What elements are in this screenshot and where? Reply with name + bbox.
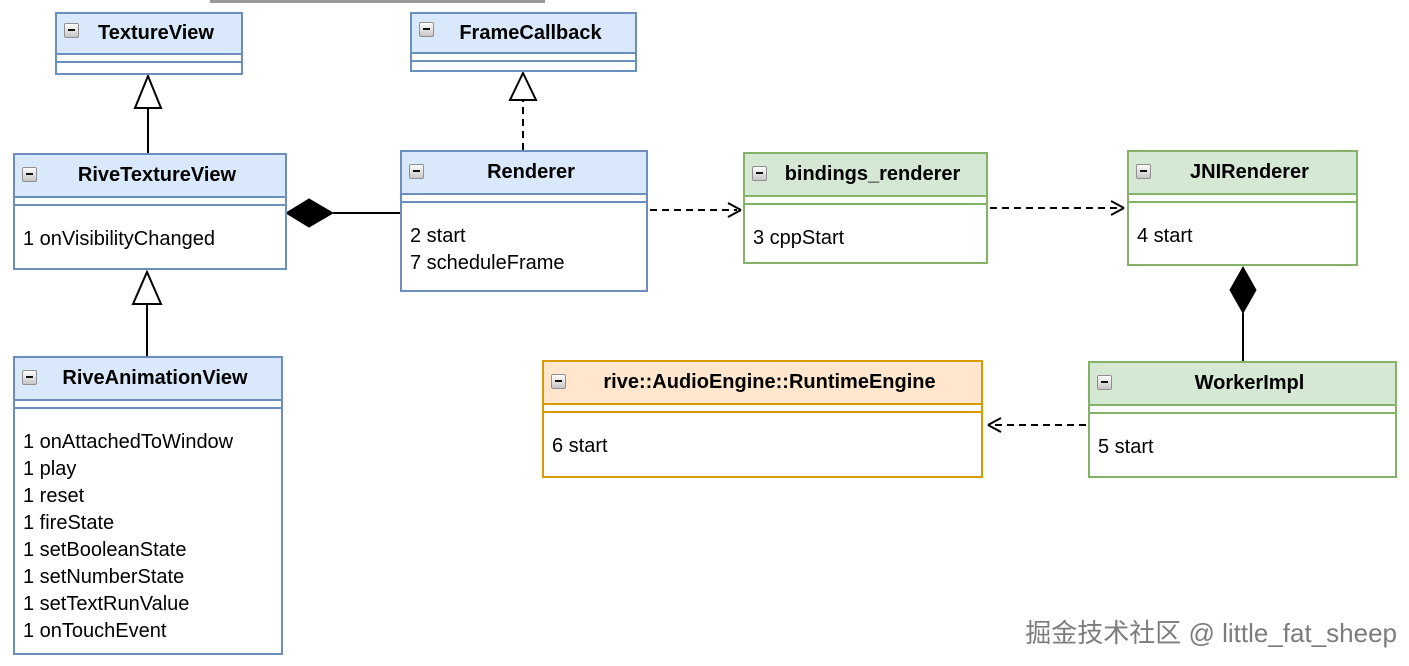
class-box-jnirenderer[interactable]: JNIRenderer 4 start	[1127, 150, 1358, 266]
class-header: Renderer	[402, 152, 646, 195]
method-label: 1 onAttachedToWindow	[23, 431, 234, 453]
class-box-framecallback[interactable]: FrameCallback	[410, 12, 637, 72]
class-header: WorkerImpl	[1090, 363, 1395, 406]
attributes-compartment	[544, 405, 981, 413]
attributes-compartment	[15, 198, 285, 206]
methods-compartment: 2 start 7 scheduleFrame	[402, 203, 646, 277]
class-box-bindings-renderer[interactable]: bindings_renderer 3 cppStart	[743, 152, 988, 264]
attributes-compartment	[402, 195, 646, 203]
class-header: RiveAnimationView	[15, 358, 281, 401]
method-label: 6 start	[552, 435, 608, 457]
dependency-renderer-to-bindings-renderer	[650, 202, 742, 218]
methods-compartment	[57, 63, 241, 71]
attributes-compartment	[1090, 406, 1395, 414]
composition-rivetextureview-renderer	[285, 198, 400, 228]
method-label: 3 cppStart	[753, 227, 845, 249]
method-label: 4 start	[1137, 225, 1193, 247]
method-label: 5 start	[1098, 436, 1154, 458]
class-box-rivetextureview[interactable]: RiveTextureView 1 onVisibilityChanged	[13, 153, 287, 270]
cropped-text-artifact	[210, 0, 545, 3]
method-label: 7 scheduleFrame	[410, 252, 565, 274]
realization-renderer-to-framecallback	[508, 70, 538, 150]
composition-jnirenderer-workerimpl	[1229, 265, 1257, 361]
class-title: Renderer	[487, 161, 575, 183]
class-header: TextureView	[57, 14, 241, 55]
class-header: RiveTextureView	[15, 155, 285, 198]
attributes-compartment	[412, 54, 635, 62]
dependency-workerimpl-to-audioengine	[987, 417, 1086, 433]
dependency-bindings-renderer-to-jnirenderer	[990, 200, 1125, 216]
collapse-icon[interactable]	[409, 164, 424, 179]
class-title: RiveAnimationView	[62, 367, 248, 389]
attributes-compartment	[57, 55, 241, 63]
methods-compartment	[412, 62, 635, 70]
class-title: JNIRenderer	[1190, 161, 1309, 183]
collapse-icon[interactable]	[1097, 375, 1112, 390]
collapse-icon[interactable]	[551, 374, 566, 389]
methods-compartment: 3 cppStart	[745, 205, 986, 252]
class-box-textureview[interactable]: TextureView	[55, 12, 243, 75]
method-label: 1 setTextRunValue	[23, 593, 190, 615]
class-title: rive::AudioEngine::RuntimeEngine	[603, 371, 936, 393]
class-title: FrameCallback	[459, 21, 602, 44]
inheritance-riveanimationview-to-rivetextureview	[131, 269, 163, 356]
methods-compartment: 1 onVisibilityChanged	[15, 206, 285, 253]
attributes-compartment	[745, 197, 986, 205]
collapse-icon[interactable]	[22, 370, 37, 385]
attributes-compartment	[1129, 195, 1356, 203]
class-title: WorkerImpl	[1194, 372, 1305, 394]
collapse-icon[interactable]	[419, 22, 434, 37]
methods-compartment: 4 start	[1129, 203, 1356, 250]
collapse-icon[interactable]	[752, 166, 767, 181]
method-label: 1 onTouchEvent	[23, 620, 167, 642]
inheritance-rivetextureview-to-textureview	[133, 73, 163, 153]
method-label: 1 reset	[23, 485, 85, 507]
method-label: 1 play	[23, 458, 77, 480]
class-box-riveanimationview[interactable]: RiveAnimationView 1 onAttachedToWindow 1…	[13, 356, 283, 655]
collapse-icon[interactable]	[22, 167, 37, 182]
class-box-workerimpl[interactable]: WorkerImpl 5 start	[1088, 361, 1397, 478]
watermark: 掘金技术社区 @ little_fat_sheep	[1025, 618, 1397, 648]
class-box-renderer[interactable]: Renderer 2 start 7 scheduleFrame	[400, 150, 648, 292]
class-header: FrameCallback	[412, 14, 635, 54]
method-label: 1 setBooleanState	[23, 539, 187, 561]
class-header: bindings_renderer	[745, 154, 986, 197]
method-label: 1 onVisibilityChanged	[23, 228, 215, 250]
class-title: TextureView	[98, 22, 214, 44]
method-label: 1 setNumberState	[23, 566, 185, 588]
class-box-audioengine-runtimeengine[interactable]: rive::AudioEngine::RuntimeEngine 6 start	[542, 360, 983, 478]
method-label: 1 fireState	[23, 512, 115, 534]
methods-compartment: 6 start	[544, 413, 981, 460]
class-header: JNIRenderer	[1129, 152, 1356, 195]
class-header: rive::AudioEngine::RuntimeEngine	[544, 362, 981, 405]
collapse-icon[interactable]	[1136, 164, 1151, 179]
attributes-compartment	[15, 401, 281, 409]
methods-compartment: 1 onAttachedToWindow 1 play 1 reset 1 fi…	[15, 409, 281, 645]
method-label: 2 start	[410, 225, 466, 247]
collapse-icon[interactable]	[64, 23, 79, 38]
class-title: bindings_renderer	[784, 163, 961, 185]
methods-compartment: 5 start	[1090, 414, 1395, 461]
class-title: RiveTextureView	[77, 164, 237, 186]
